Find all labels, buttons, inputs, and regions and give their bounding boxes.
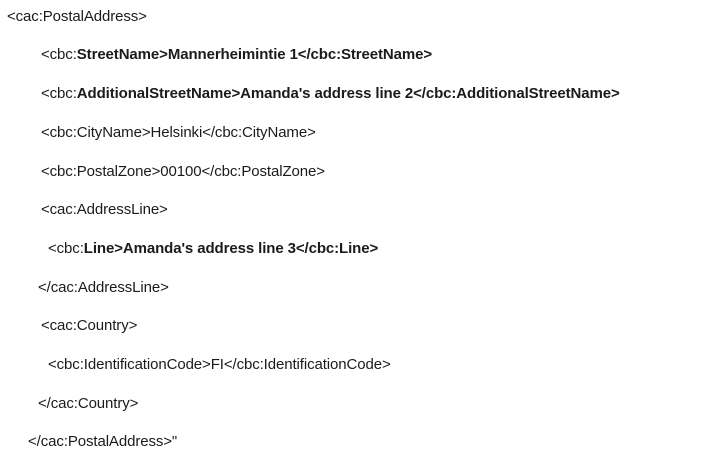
- code-segment: <cbc:: [48, 240, 84, 257]
- code-line: <cbc:IdentificationCode>FI</cbc:Identifi…: [0, 352, 713, 378]
- code-segment: <cbc:IdentificationCode>FI</cbc:Identifi…: [48, 356, 391, 373]
- code-line: </cac:PostalAddress>": [0, 429, 713, 455]
- code-segment: <cac:AddressLine>: [41, 201, 168, 218]
- code-line: <cbc:Line>Amanda's address line 3</cbc:L…: [0, 236, 713, 262]
- code-line: <cbc:PostalZone>00100</cbc:PostalZone>: [0, 159, 713, 185]
- code-segment: </cac:AddressLine>: [38, 279, 169, 296]
- code-segment: <cbc:CityName>Helsinki</cbc:CityName>: [41, 124, 316, 141]
- code-segment: </cac:PostalAddress>": [28, 433, 178, 450]
- code-segment-emphasized: AdditionalStreetName>Amanda's address li…: [76, 85, 620, 102]
- code-segment: </cac:Country>: [38, 395, 139, 412]
- code-segment-emphasized: StreetName>Mannerheimintie 1</cbc:Street…: [76, 46, 433, 63]
- code-line: </cac:Country>: [0, 391, 713, 417]
- code-line: <cbc:CityName>Helsinki</cbc:CityName>: [0, 120, 713, 146]
- code-line: <cbc:StreetName>Mannerheimintie 1</cbc:S…: [0, 42, 713, 68]
- code-line: </cac:AddressLine>: [0, 275, 713, 301]
- code-line: <cac:AddressLine>: [0, 197, 713, 223]
- code-line: <cac:Country>: [0, 313, 713, 339]
- code-segment-emphasized: Line>Amanda's address line 3</cbc:Line>: [83, 240, 379, 257]
- code-line: <cac:PostalAddress>: [0, 4, 713, 30]
- code-segment: <cbc:PostalZone>00100</cbc:PostalZone>: [41, 163, 325, 180]
- code-line: <cbc:AdditionalStreetName>Amanda's addre…: [0, 81, 713, 107]
- code-segment: <cac:Country>: [41, 317, 138, 334]
- code-segment: <cbc:: [41, 85, 77, 102]
- code-segment: <cbc:: [41, 46, 77, 63]
- code-segment: <cac:PostalAddress>: [7, 8, 147, 25]
